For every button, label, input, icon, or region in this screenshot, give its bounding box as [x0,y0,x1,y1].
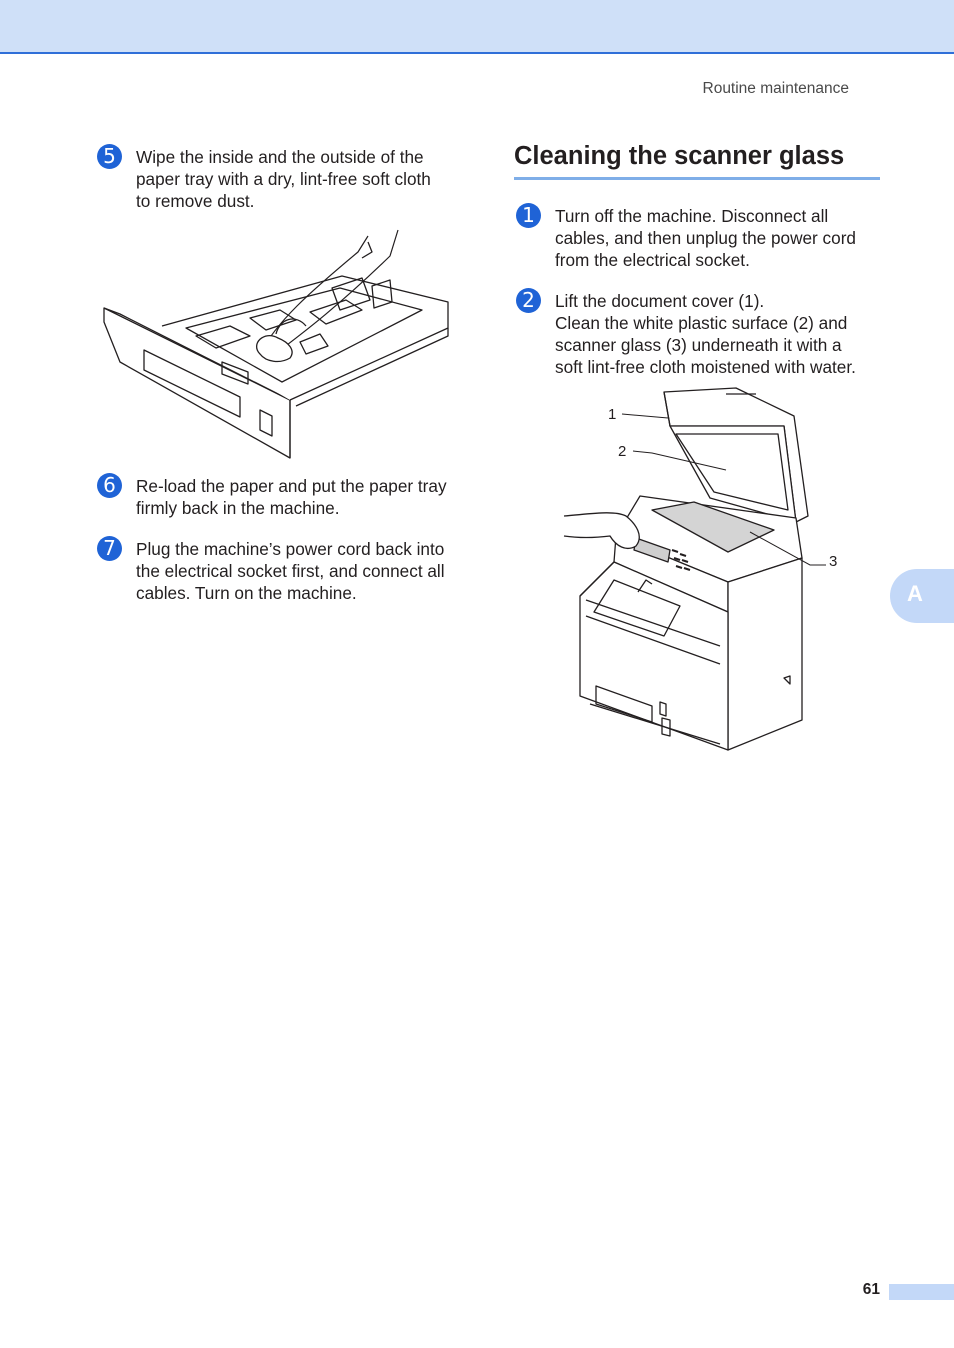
running-header: Routine maintenance [702,80,850,97]
step-marker: 5 [97,144,122,169]
text-line: Turn off the machine. Disconnect all [555,206,829,226]
text-line: Plug the machine’s power cord back into [136,539,445,559]
text-line: firmly back in the machine. [136,498,340,518]
printer-scanner-illustration [563,387,809,751]
appendix-letter: A [907,581,923,606]
step-text: Plug the machine’s power cord back into … [136,538,476,604]
step-marker: 2 [516,288,541,313]
page-number-bar [889,1284,954,1300]
section-title: Cleaning the scanner glass [514,142,880,180]
text-line: soft lint-free cloth moistened with wate… [555,357,856,377]
step-text: Re-load the paper and put the paper tray… [136,475,476,519]
callout-3: 3 [829,553,838,570]
step-text: Turn off the machine. Disconnect all cab… [555,205,885,271]
step-marker: 1 [516,203,541,228]
text-line: scanner glass (3) underneath it with a [555,335,842,355]
step-text: Lift the document cover (1). Clean the w… [555,290,895,378]
step-marker: 7 [97,536,122,561]
text-line: Lift the document cover (1). [555,291,765,311]
text-line: Clean the white plastic surface (2) and [555,313,848,333]
appendix-tab: A [890,569,954,623]
text-line: Wipe the inside and the outside of the [136,147,424,167]
text-line: from the electrical socket. [555,250,750,270]
text-line: the electrical socket first, and connect… [136,561,445,581]
text-line: paper tray with a dry, lint-free soft cl… [136,169,431,189]
step-marker: 6 [97,473,122,498]
step-text: Wipe the inside and the outside of the p… [136,146,466,212]
text-line: to remove dust. [136,191,255,211]
header-bar [0,0,954,54]
text-line: Re-load the paper and put the paper tray [136,476,447,496]
callout-2: 2 [618,443,627,460]
callout-leader-lines [621,413,826,566]
paper-tray-illustration [103,229,449,459]
text-line: cables, and then unplug the power cord [555,228,856,248]
callout-1: 1 [608,406,617,423]
text-line: cables. Turn on the machine. [136,583,357,603]
page-number: 61 [862,1281,880,1298]
